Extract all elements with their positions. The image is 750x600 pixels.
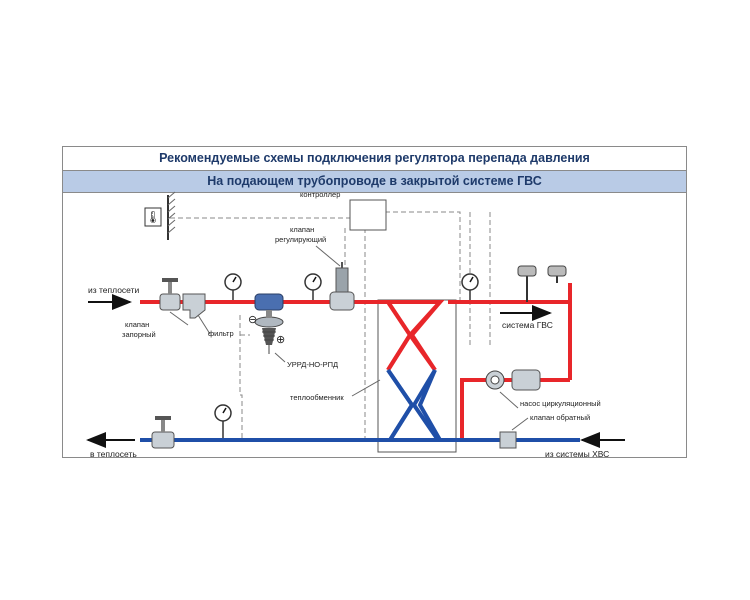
shutoff-valve-label-2: запорный bbox=[122, 330, 156, 339]
outdoor-sensor: 🌡 bbox=[144, 191, 176, 240]
shutoff-valve-return bbox=[151, 416, 175, 449]
diagram-title: Рекомендуемые схемы подключения регулято… bbox=[63, 147, 686, 171]
shutoff-valve-supply: клапан запорный bbox=[122, 278, 189, 339]
filter-label: фильтр bbox=[208, 329, 234, 338]
to-heat-network-label: в теплосеть bbox=[90, 449, 137, 459]
from-cold-water-label: из системы ХВС bbox=[545, 449, 609, 459]
tap-icon bbox=[517, 265, 537, 277]
water-taps bbox=[517, 265, 567, 302]
control-valve: клапан регулирующий bbox=[275, 225, 355, 311]
tap-icon bbox=[547, 265, 567, 277]
minus-sign: ⊖ bbox=[248, 314, 257, 326]
hot-water-system-label: система ГВС bbox=[502, 320, 553, 330]
filter: фильтр bbox=[182, 293, 234, 338]
thermometer-icon: 🌡 bbox=[145, 210, 160, 224]
plus-sign: ⊕ bbox=[276, 334, 285, 346]
shutoff-valve-label-1: клапан bbox=[125, 320, 149, 329]
from-heat-network-label: из теплосети bbox=[88, 285, 140, 295]
diagram-subtitle: На подающем трубопроводе в закрытой сист… bbox=[63, 171, 686, 193]
check-valve: клапан обратный bbox=[499, 413, 590, 449]
control-valve-label-1: клапан bbox=[290, 225, 314, 234]
heat-exchanger-label: теплообменник bbox=[290, 393, 344, 402]
heat-exchanger-coils bbox=[386, 300, 445, 442]
flow-arrows bbox=[86, 294, 625, 448]
check-valve-label: клапан обратный bbox=[530, 413, 590, 422]
circulation-pump-label: насос циркуляционный bbox=[520, 399, 601, 408]
control-valve-label-2: регулирующий bbox=[275, 235, 326, 244]
circulation-pump: насос циркуляционный bbox=[485, 369, 601, 409]
controller: контроллер bbox=[300, 190, 387, 231]
regulator-label: УРРД-НО-РПД bbox=[287, 360, 338, 369]
controller-label: контроллер bbox=[300, 190, 340, 199]
pressure-regulator: ⊖ ⊕ УРРД-НО-РПД bbox=[248, 293, 338, 369]
